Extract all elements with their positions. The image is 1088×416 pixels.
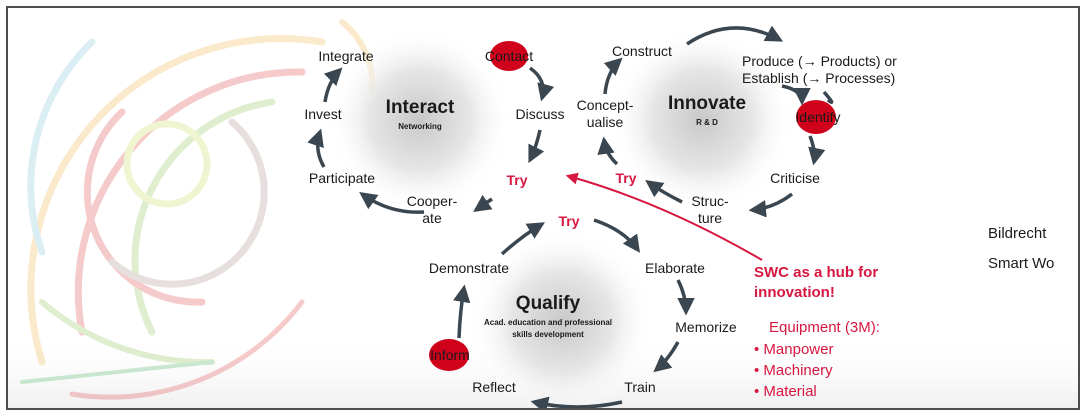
- label-participate: Participate: [309, 170, 375, 186]
- label-memorize: Memorize: [675, 319, 737, 335]
- label-integrate: Integrate: [318, 48, 373, 64]
- label-try-interact: Try: [506, 172, 527, 188]
- label-criticise: Criticise: [770, 170, 820, 186]
- label-invest: Invest: [304, 106, 341, 122]
- label-construct: Construct: [612, 43, 672, 59]
- arrow-produce-identify-tail: [822, 90, 834, 104]
- hub-subtitle-qualify-2: skills development: [512, 330, 584, 339]
- arrow-try-cooperate: [473, 194, 493, 212]
- arrow-participate-invest: [307, 128, 326, 168]
- hub-note-item-manpower: • Manpower: [754, 341, 833, 358]
- arrow-invest-integrate: [323, 67, 343, 103]
- label-cooperate-2: ate: [422, 210, 442, 226]
- hub-note-equipment: Equipment (3M):: [769, 319, 880, 336]
- arrow-criticise-structure: [748, 192, 794, 218]
- innovate-arrows: [597, 25, 834, 218]
- interact-hub-circle: [328, 28, 512, 212]
- hub-subtitle-qualify-1: Acad. education and professional: [484, 318, 612, 327]
- arrow-structure-try: [645, 179, 683, 204]
- arrow-cooperate-participate: [359, 191, 425, 214]
- arrow-produce-identify: [781, 84, 811, 106]
- diagram-canvas: Interact Networking Innovate R & D Quali…: [8, 19, 1078, 408]
- arrow-train-reflect: [530, 396, 623, 408]
- hub-title-innovate: Innovate: [668, 93, 746, 114]
- credit-line2: Smart Wo: [988, 255, 1054, 272]
- label-inform: Inform: [430, 347, 470, 363]
- label-contact: Contact: [485, 48, 533, 64]
- arrow-contact-discuss: [528, 66, 555, 102]
- qualify-arrows: [453, 218, 695, 408]
- label-structure-2: ture: [698, 210, 722, 226]
- arrow-conceptualise-construct: [603, 57, 623, 95]
- identify-marker: [796, 100, 836, 134]
- arrow-elaborate-memorize: [676, 279, 695, 316]
- label-identify: Identify: [795, 109, 840, 125]
- hub-arrow: [565, 172, 763, 261]
- label-discuss: Discuss: [515, 106, 564, 122]
- contact-marker: [490, 41, 528, 71]
- hub-note-item-material: • Material: [754, 383, 817, 400]
- hub-subtitle-interact: Networking: [398, 122, 442, 131]
- arrow-discuss-try: [528, 129, 545, 164]
- qualify-hub-circle: [470, 230, 654, 408]
- label-demonstrate: Demonstrate: [429, 260, 509, 276]
- hub-note-line2: innovation!: [754, 284, 835, 301]
- label-structure-1: Struc-: [691, 193, 729, 209]
- label-train: Train: [624, 379, 655, 395]
- hub-title-qualify: Qualify: [516, 293, 581, 314]
- arrow-try-elaborate: [593, 218, 641, 253]
- inform-marker: [429, 339, 469, 371]
- hub-title-interact: Interact: [386, 97, 455, 118]
- label-produce-1: Produce (→ Products) or: [742, 53, 897, 69]
- arrow-demonstrate-try: [500, 222, 546, 256]
- arrow-try-conceptualise: [597, 136, 619, 166]
- label-elaborate: Elaborate: [645, 260, 705, 276]
- label-conceptualise-1: Concept-: [577, 97, 634, 113]
- arrow-inform-demonstrate: [453, 284, 471, 339]
- interact-arrows: [307, 66, 555, 214]
- innovate-hub-circle: [610, 28, 794, 212]
- label-try-qualify: Try: [558, 213, 579, 229]
- arrow-construct-produce: [686, 25, 784, 46]
- label-reflect: Reflect: [472, 379, 516, 395]
- hub-subtitle-innovate: R & D: [696, 118, 718, 127]
- diagram-frame: Interact Networking Innovate R & D Quali…: [6, 6, 1080, 410]
- hub-note-item-machinery: • Machinery: [754, 362, 833, 379]
- arrow-memorize-train: [653, 341, 680, 373]
- arrow-identify-criticise: [808, 135, 826, 166]
- label-cooperate-1: Cooper-: [407, 193, 458, 209]
- label-try-innovate: Try: [615, 170, 636, 186]
- credit-line1: Bildrecht: [988, 225, 1047, 242]
- hub-note-line1: SWC as a hub for: [754, 264, 878, 281]
- label-produce-2: Establish (→ Processes): [742, 70, 895, 86]
- label-conceptualise-2: ualise: [587, 114, 624, 130]
